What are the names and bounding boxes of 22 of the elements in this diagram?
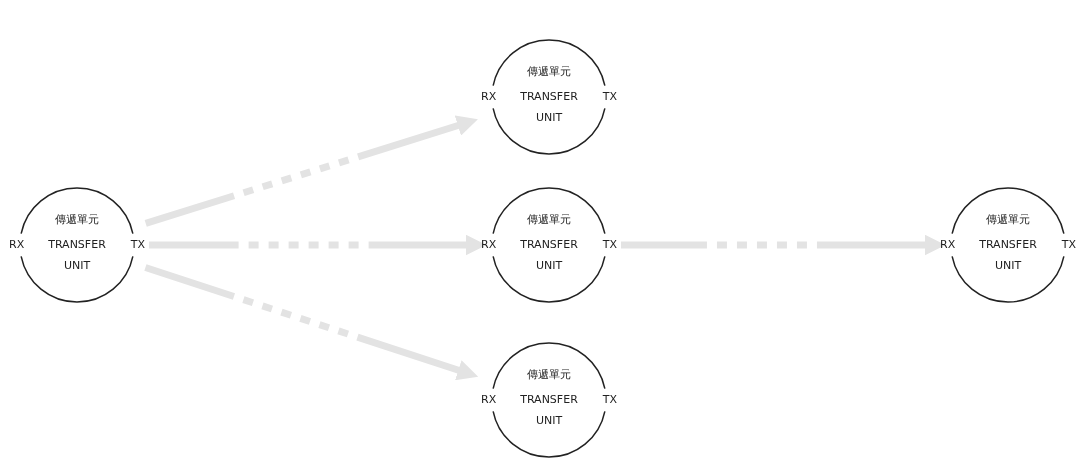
port-label: TX — [130, 237, 145, 253]
unit-label: 傳遞單元 — [986, 213, 1030, 227]
unit-label: 傳遞單元 — [527, 368, 571, 382]
unit-label: TRANSFER UNIT — [519, 237, 579, 274]
unit-label: TRANSFER UNIT — [519, 392, 579, 429]
unit-label: TRANSFER UNIT — [978, 237, 1038, 274]
unit-label: 傳遞單元 — [55, 213, 99, 227]
port-label: RX — [481, 237, 497, 253]
port-label: RX — [9, 237, 25, 253]
port-label: TX — [602, 392, 617, 408]
unit-label: 傳遞單元 — [527, 213, 571, 227]
unit-label: TRANSFER UNIT — [47, 237, 107, 274]
arrow — [144, 264, 479, 381]
unit-label: 傳遞單元 — [527, 65, 571, 79]
port-label: TX — [602, 89, 617, 105]
unit-label: TRANSFER UNIT — [519, 89, 579, 126]
port-label: RX — [481, 89, 497, 105]
port-label: TX — [1061, 237, 1076, 253]
port-label: TX — [602, 237, 617, 253]
port-label: RX — [940, 237, 956, 253]
arrow — [144, 115, 478, 227]
port-label: RX — [481, 392, 497, 408]
